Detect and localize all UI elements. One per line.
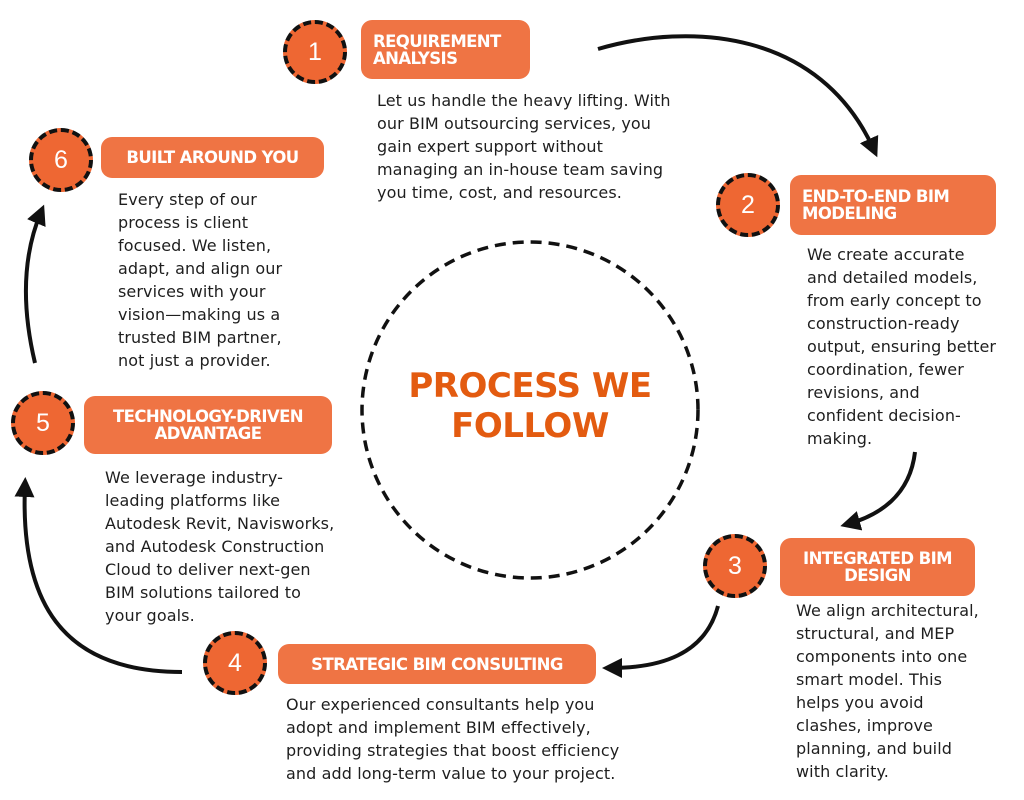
step-2-description: We create accurate and detailed models, … bbox=[807, 245, 997, 448]
arrow-icon-step2-to-step3 bbox=[840, 451, 917, 531]
arrow-icon-step5-to-step6 bbox=[24, 204, 46, 364]
step-6-number-badge: 6 bbox=[29, 128, 93, 192]
step-6-title: BUILT AROUND YOU bbox=[101, 137, 324, 178]
arrow-icon-step1-to-step2 bbox=[597, 34, 879, 158]
step-5-description: We leverage industry- leading platforms … bbox=[105, 468, 335, 625]
center-dashed-circle bbox=[360, 240, 700, 580]
step-1-number-badge: 1 bbox=[283, 20, 347, 84]
center-title: PROCESS WE FOLLOW bbox=[408, 366, 652, 446]
step-3-title: INTEGRATED BIM DESIGN bbox=[780, 538, 975, 596]
step-1-title: REQUIREMENT ANALYSIS bbox=[361, 20, 530, 79]
step-4-title: STRATEGIC BIM CONSULTING bbox=[278, 644, 596, 684]
step-2-title: END-TO-END BIM MODELING bbox=[790, 175, 996, 235]
step-5-number-badge: 5 bbox=[11, 391, 75, 455]
step-3-description: We align architectural, structural, and … bbox=[796, 601, 979, 781]
step-3-number-badge: 3 bbox=[703, 534, 767, 598]
step-4-description: Our experienced consultants help you ado… bbox=[286, 695, 620, 783]
arrow-icon-step4-to-step5 bbox=[14, 477, 183, 674]
step-6-description: Every step of our process is client focu… bbox=[118, 190, 283, 370]
step-2-number-badge: 2 bbox=[716, 173, 780, 237]
step-5-title: TECHNOLOGY-DRIVEN ADVANTAGE bbox=[84, 396, 332, 454]
step-4-number-badge: 4 bbox=[203, 631, 267, 695]
step-1-description: Let us handle the heavy lifting. With ou… bbox=[377, 91, 671, 202]
arrow-icon-step3-to-step4 bbox=[602, 605, 720, 678]
